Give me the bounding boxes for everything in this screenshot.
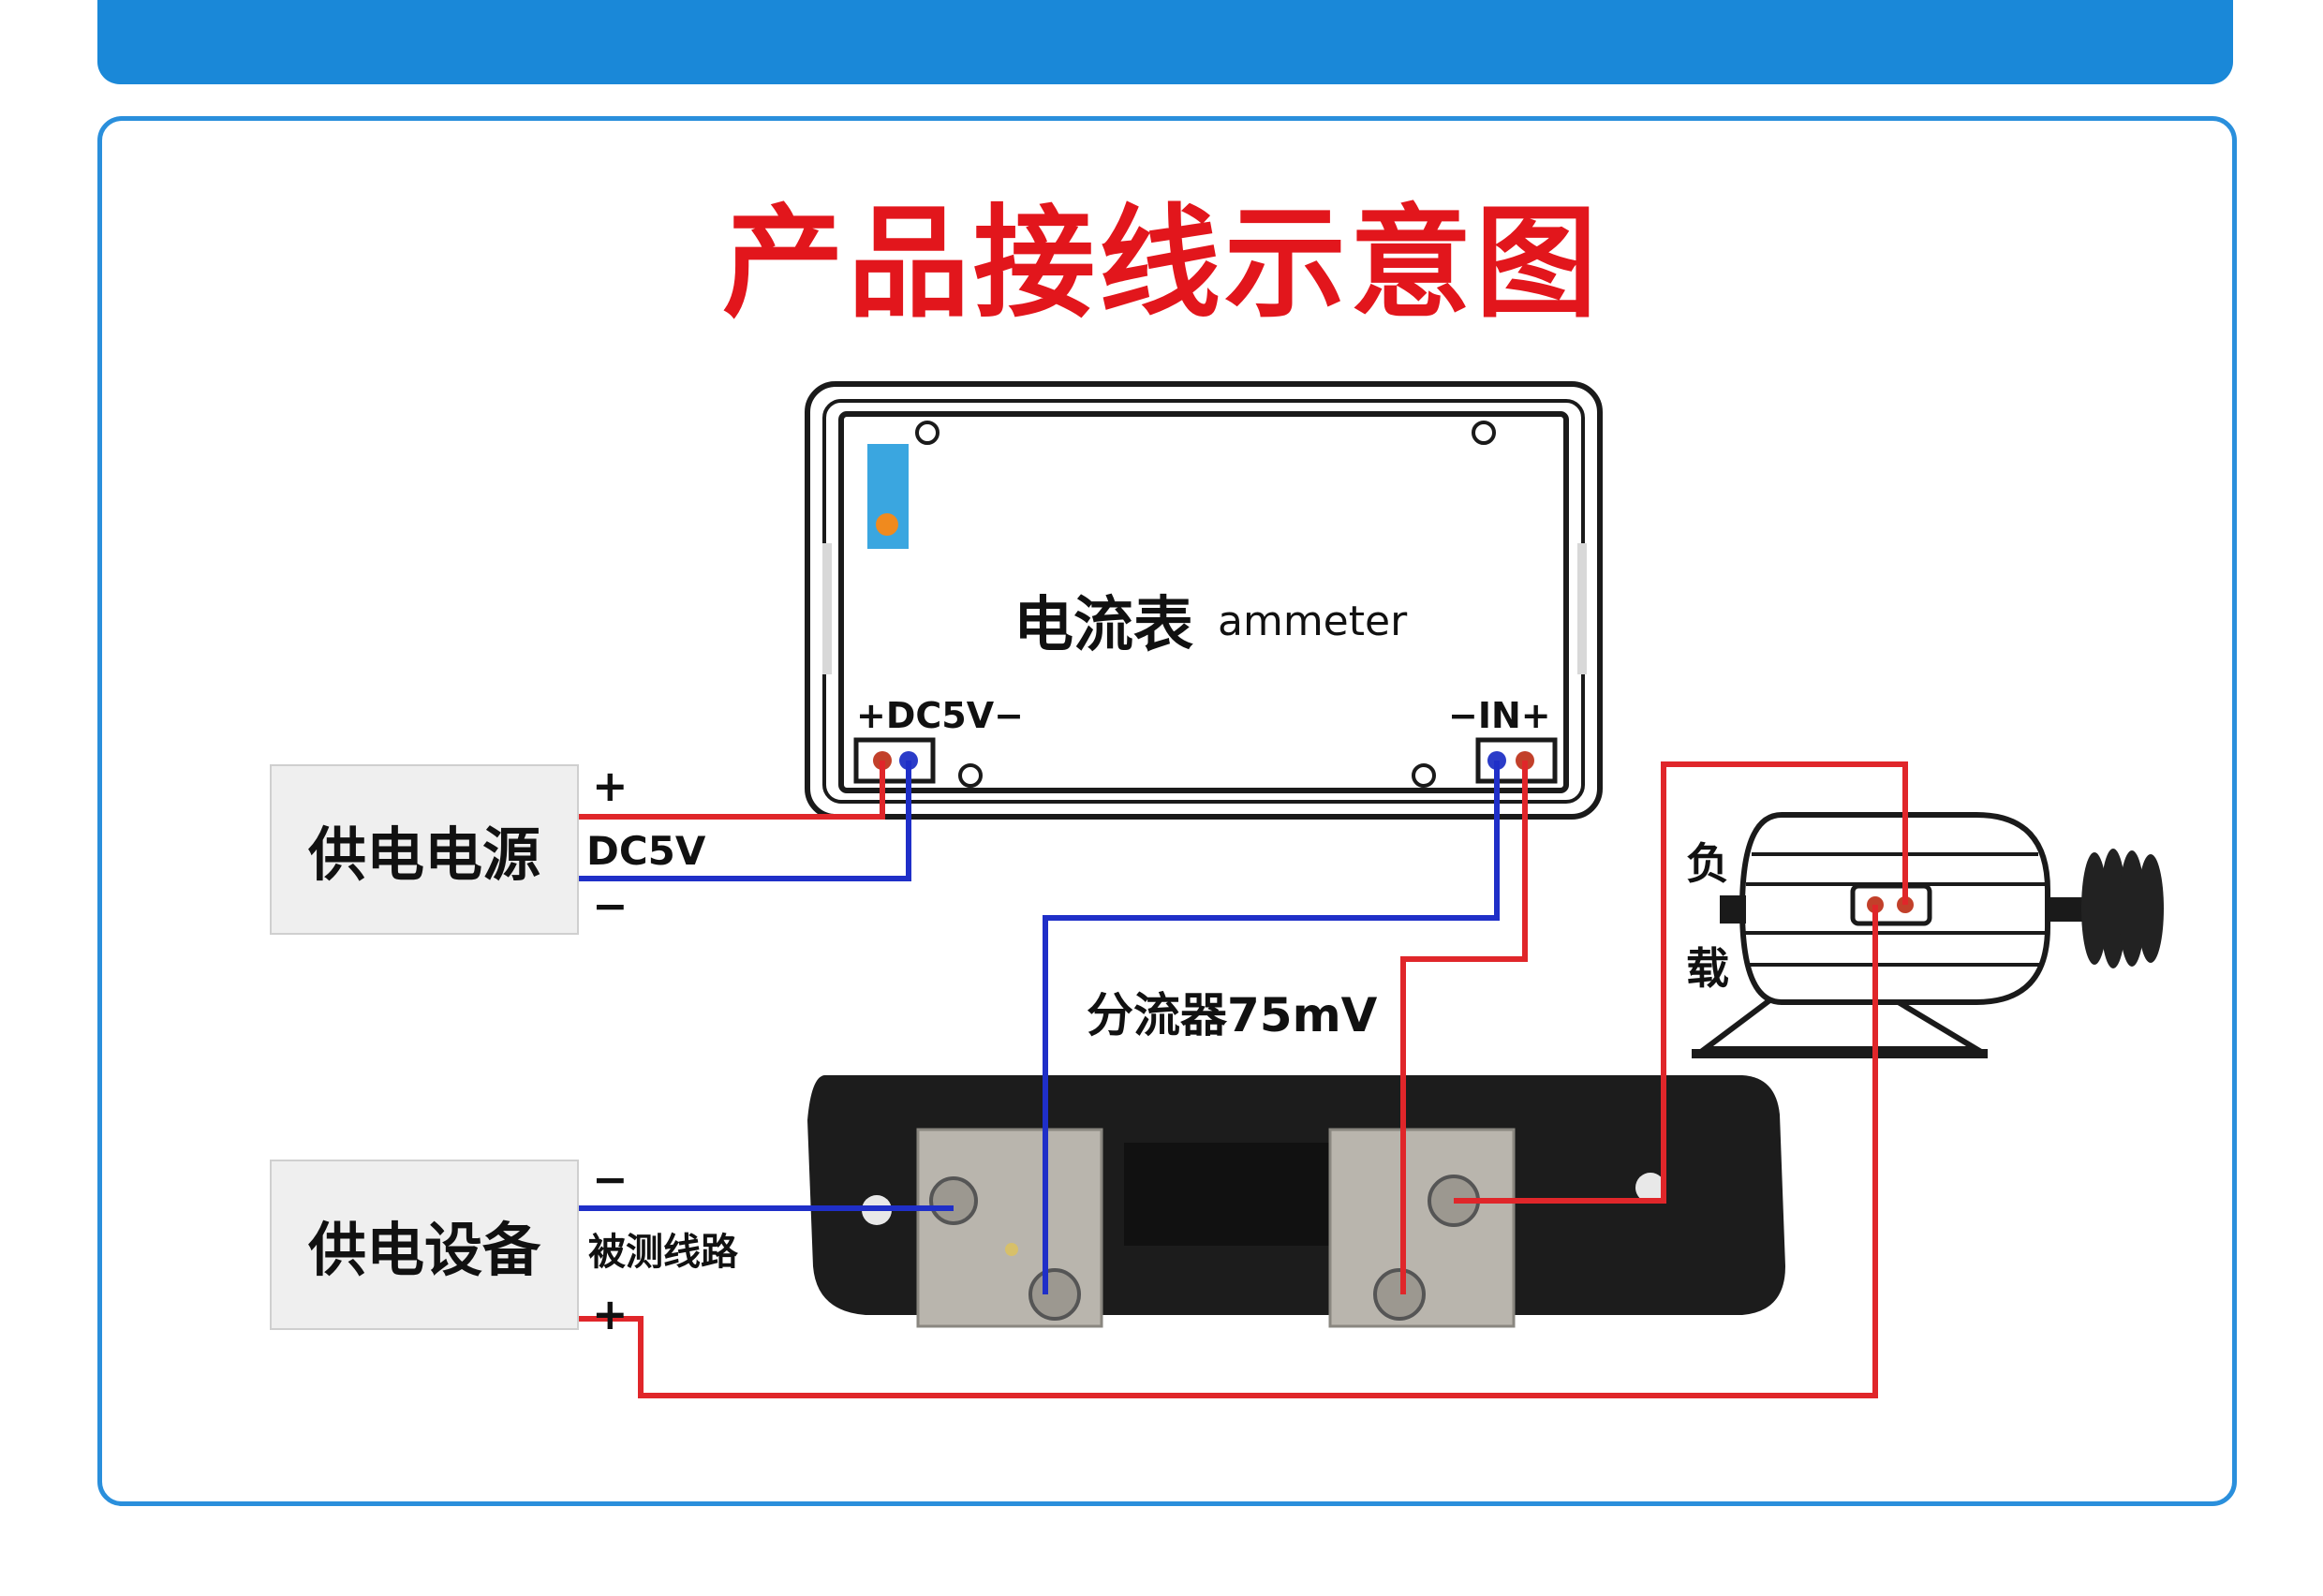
- bolt-icon: [1373, 1268, 1426, 1321]
- page-title: 产品接线示意图: [721, 192, 1601, 334]
- wire-load-positive: [1454, 761, 1908, 1204]
- device-label: 供电设备: [270, 1160, 579, 1330]
- input-port-label: −IN+: [1448, 695, 1551, 736]
- bolt-icon: [929, 1176, 978, 1225]
- power-supply-voltage: DC5V: [586, 828, 706, 874]
- device-plus: +: [592, 1289, 629, 1339]
- wire-power-positive: [577, 761, 885, 820]
- wires: [577, 761, 1908, 1398]
- power-supply-minus: −: [592, 880, 629, 931]
- screw-hole-icon: [1412, 763, 1436, 788]
- device-minus: −: [592, 1154, 629, 1204]
- bolt-icon: [1028, 1268, 1081, 1321]
- power-supply-plus: +: [592, 761, 629, 811]
- power-supply-label: 供电电源: [270, 764, 579, 935]
- ammeter-device: [805, 381, 1603, 820]
- input-terminal-icon: [1475, 737, 1558, 784]
- top-banner: [97, 0, 2233, 84]
- power-port-label: +DC5V−: [856, 695, 1024, 736]
- wire-power-negative: [577, 761, 911, 881]
- shunt-resistor: [807, 1075, 1785, 1328]
- power-terminal-icon: [853, 737, 936, 784]
- load-terminal-icon: [1850, 883, 1932, 926]
- motor-load: [1692, 812, 2164, 1058]
- screw-hole-icon: [958, 763, 983, 788]
- wire-sense-negative: [1043, 761, 1500, 1294]
- ammeter-label-cn: 电流表: [1014, 591, 1193, 660]
- device-line-label: 被测线路: [588, 1231, 738, 1274]
- load-label-char1: 负: [1686, 838, 1729, 889]
- screw-hole-icon: [915, 421, 940, 445]
- wire-sense-positive: [1400, 761, 1528, 1294]
- load-label-char2: 载: [1686, 943, 1729, 994]
- wire-device-positive: [577, 905, 1878, 1398]
- shunt-label: 分流器75mV: [1087, 988, 1378, 1042]
- ammeter-label-en: ammeter: [1218, 598, 1408, 645]
- screw-hole-icon: [1472, 421, 1496, 445]
